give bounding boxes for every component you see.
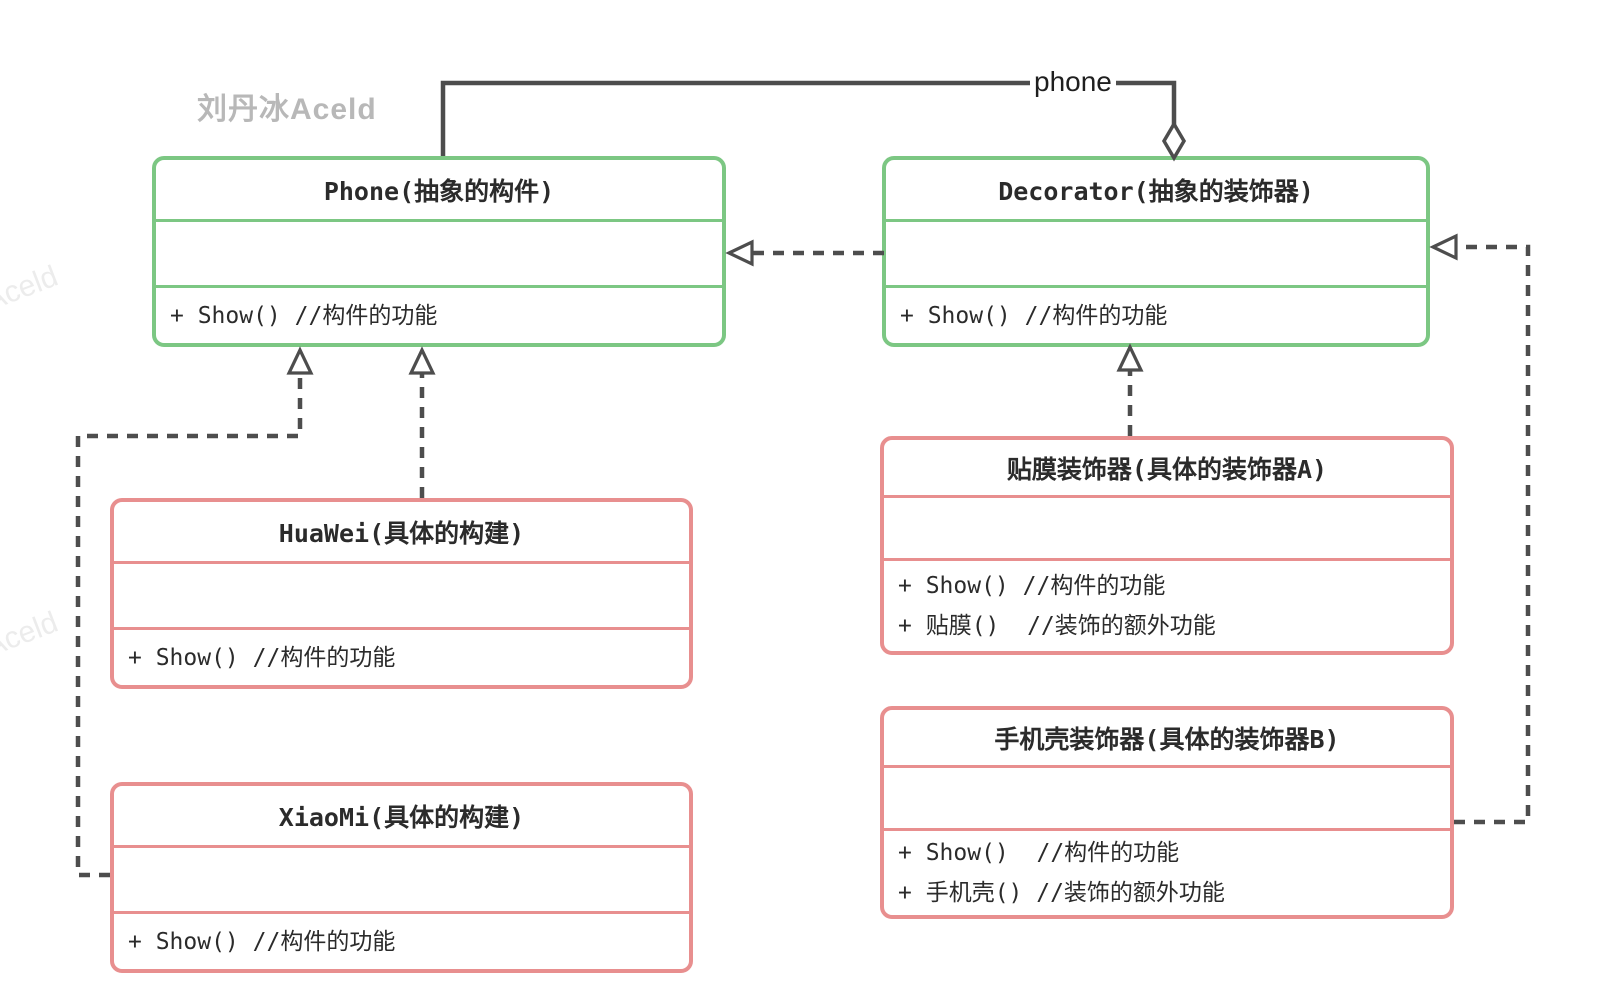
aggregation-edge-label: phone <box>1030 66 1116 98</box>
inheritance-arrowhead-icon <box>1429 233 1458 261</box>
class-box-xiaomi: XiaoMi(具体的构建) + Show() //构件的功能 <box>110 782 693 973</box>
class-title-decorator: Decorator(抽象的装饰器) <box>886 160 1426 222</box>
watermark-side-lower: Aceld <box>0 605 63 664</box>
class-methods-decorator: + Show() //构件的功能 <box>886 288 1426 343</box>
inheritance-arrowhead-icon <box>408 346 436 375</box>
class-box-phone: Phone(抽象的构件) + Show() //构件的功能 <box>152 156 726 347</box>
class-title-phone: Phone(抽象的构件) <box>156 160 722 222</box>
method-line: + 手机壳() //装饰的额外功能 <box>898 880 1225 906</box>
class-methods-xiaomi: + Show() //构件的功能 <box>114 914 689 969</box>
class-attributes-decorator <box>886 222 1426 288</box>
method-line: + Show() //构件的功能 <box>900 302 1168 329</box>
inheritance-arrowhead-icon <box>286 346 314 375</box>
class-box-decorator: Decorator(抽象的装饰器) + Show() //构件的功能 <box>882 156 1430 347</box>
method-line: + 贴膜() //装饰的额外功能 <box>898 613 1216 639</box>
class-methods-huawei: + Show() //构件的功能 <box>114 630 689 685</box>
inheritance-line-case-decorator <box>1454 244 1531 825</box>
dependency-arrowhead-icon <box>725 239 754 267</box>
watermark-author: 刘丹冰Aceld <box>197 93 377 126</box>
class-attributes-xiaomi <box>114 848 689 914</box>
class-attributes-huawei <box>114 564 689 630</box>
method-line: + Show() //构件的功能 <box>128 644 396 671</box>
method-line: + Show() //构件的功能 <box>128 928 396 955</box>
method-line: + Show() //构件的功能 <box>898 840 1180 866</box>
class-title-xiaomi: XiaoMi(具体的构建) <box>114 786 689 848</box>
class-attributes-phone <box>156 222 722 288</box>
method-line: + Show() //构件的功能 <box>170 302 438 329</box>
class-title-film-decorator: 贴膜装饰器(具体的装饰器A) <box>884 440 1450 498</box>
inheritance-arrowhead-icon <box>1116 343 1144 372</box>
method-line: + Show() //构件的功能 <box>898 573 1166 599</box>
class-box-case-decorator: 手机壳装饰器(具体的装饰器B) + Show() //构件的功能 + 手机壳()… <box>880 706 1454 919</box>
class-box-film-decorator: 贴膜装饰器(具体的装饰器A) + Show() //构件的功能 + 贴膜() /… <box>880 436 1454 655</box>
class-attributes-film-decorator <box>884 498 1450 561</box>
aggregation-diamond-icon <box>1161 120 1187 162</box>
class-methods-film-decorator: + Show() //构件的功能 + 贴膜() //装饰的额外功能 <box>884 561 1450 651</box>
class-methods-case-decorator: + Show() //构件的功能 + 手机壳() //装饰的额外功能 <box>884 831 1450 915</box>
class-box-huawei: HuaWei(具体的构建) + Show() //构件的功能 <box>110 498 693 689</box>
watermark-side-upper: Aceld <box>0 259 63 318</box>
class-title-huawei: HuaWei(具体的构建) <box>114 502 689 564</box>
class-attributes-case-decorator <box>884 768 1450 831</box>
class-title-case-decorator: 手机壳装饰器(具体的装饰器B) <box>884 710 1450 768</box>
class-methods-phone: + Show() //构件的功能 <box>156 288 722 343</box>
